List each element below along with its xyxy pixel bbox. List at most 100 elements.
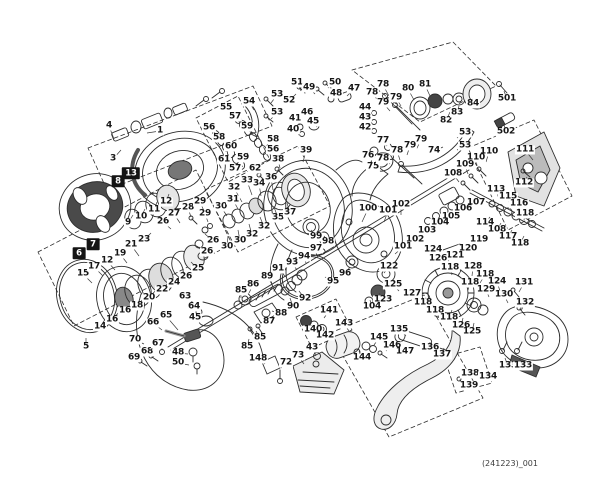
part-label-96: 96: [337, 268, 353, 279]
part-label-134: 134: [477, 371, 499, 382]
part-label-51: 51: [289, 77, 305, 88]
part-label-35: 35: [270, 212, 286, 223]
part-label-102: 102: [404, 234, 426, 245]
part-label-124: 124: [486, 276, 508, 287]
part-label-85: 85: [233, 285, 249, 296]
part-label-126: 126: [427, 253, 449, 264]
part-label-110: 110: [465, 152, 487, 163]
part-label-130: 130: [493, 289, 515, 300]
part-label-138: 138: [459, 368, 481, 379]
part-label-124: 124: [422, 244, 444, 255]
part-label-33: 33: [239, 175, 255, 186]
part-label-59: 59: [239, 121, 255, 132]
part-label-100: 100: [357, 203, 379, 214]
guide-bar-art: [167, 166, 470, 351]
part-label-95: 95: [325, 276, 341, 287]
part-label-94: 94: [296, 251, 312, 262]
part-label-93: 93: [284, 257, 300, 268]
part-label-105: 105: [440, 211, 462, 222]
part-label-118: 118: [514, 208, 536, 219]
part-label-113: 113: [485, 184, 507, 195]
part-label-122: 122: [378, 261, 400, 272]
part-label-137: 137: [431, 349, 453, 360]
part-label-133: 133: [512, 360, 534, 371]
part-label-56: 56: [265, 144, 281, 155]
part-label-75: 75: [365, 161, 381, 172]
part-label-21: 21: [123, 239, 139, 250]
part-label-67: 67: [150, 338, 166, 349]
part-label-34: 34: [251, 178, 267, 189]
part-label-45: 45: [305, 116, 321, 127]
part-label-121: 121: [444, 250, 466, 261]
part-label-66: 66: [145, 317, 161, 328]
part-label-502: 502: [495, 126, 517, 137]
crossbar-art: [397, 127, 475, 174]
part-label-133: 133: [497, 360, 519, 371]
part-label-131: 131: [513, 277, 535, 288]
part-label-24: 24: [166, 277, 182, 288]
part-label-10: 10: [133, 211, 149, 222]
part-label-110: 110: [478, 146, 500, 157]
part-label-16: 16: [104, 314, 120, 325]
part-label-26: 26: [205, 235, 221, 246]
part-label-26: 26: [199, 246, 215, 257]
part-label-118: 118: [424, 305, 446, 316]
body-art: [333, 163, 403, 273]
part-label-55: 55: [218, 102, 234, 113]
part-label-60: 60: [223, 141, 239, 152]
part-label-83: 83: [449, 107, 465, 118]
part-label-109: 109: [454, 159, 476, 170]
part-label-74: 74: [426, 145, 442, 156]
part-label-56: 56: [201, 122, 217, 133]
part-label-30: 30: [232, 235, 248, 246]
part-label-126: 126: [450, 320, 472, 331]
part-label-104: 104: [361, 301, 383, 312]
part-label-8: 8: [111, 175, 125, 187]
part-label-22: 22: [154, 284, 170, 295]
part-label-89: 89: [259, 271, 275, 282]
part-label-30: 30: [219, 241, 235, 252]
part-label-40: 40: [285, 124, 301, 135]
part-label-78: 78: [375, 153, 391, 164]
part-label-99: 99: [308, 231, 324, 242]
part-label-116: 116: [508, 198, 530, 209]
part-label-58: 58: [265, 134, 281, 145]
part-label-16: 16: [117, 305, 133, 316]
part-label-70: 70: [127, 334, 143, 345]
part-label-32: 32: [244, 229, 260, 240]
part-label-125: 125: [461, 326, 483, 337]
part-label-11: 11: [146, 204, 162, 215]
part-label-43: 43: [304, 342, 320, 353]
part-label-119: 119: [468, 234, 490, 245]
part-label-77: 77: [375, 135, 391, 146]
part-label-44: 44: [357, 102, 373, 113]
part-label-141: 141: [318, 305, 340, 316]
part-label-32: 32: [256, 221, 272, 232]
part-label-501: 501: [496, 93, 518, 104]
part-label-118: 118: [412, 297, 434, 308]
part-label-14: 14: [92, 321, 108, 332]
part-label-48: 48: [170, 347, 186, 358]
part-label-43: 43: [357, 112, 373, 123]
part-label-118: 118: [509, 238, 531, 249]
part-label-6: 6: [72, 247, 86, 259]
body-guard-art: [261, 351, 345, 395]
part-label-58: 58: [211, 132, 227, 143]
part-label-31: 31: [225, 194, 241, 205]
part-label-111: 111: [514, 144, 536, 155]
part-label-9: 9: [123, 217, 133, 228]
part-label-118: 118: [438, 312, 460, 323]
part-label-92: 92: [297, 293, 313, 304]
part-label-117: 117: [497, 231, 519, 242]
part-label-73: 73: [290, 350, 306, 361]
part-label-104: 104: [429, 217, 451, 228]
part-label-144: 144: [351, 352, 373, 363]
part-label-140: 140: [302, 324, 324, 335]
part-label-36: 36: [263, 172, 279, 183]
part-label-69: 69: [126, 352, 142, 363]
part-label-27: 27: [166, 208, 182, 219]
bail-crank-art: [137, 296, 214, 375]
part-label-5: 5: [81, 341, 91, 352]
part-label-49: 49: [301, 82, 317, 93]
